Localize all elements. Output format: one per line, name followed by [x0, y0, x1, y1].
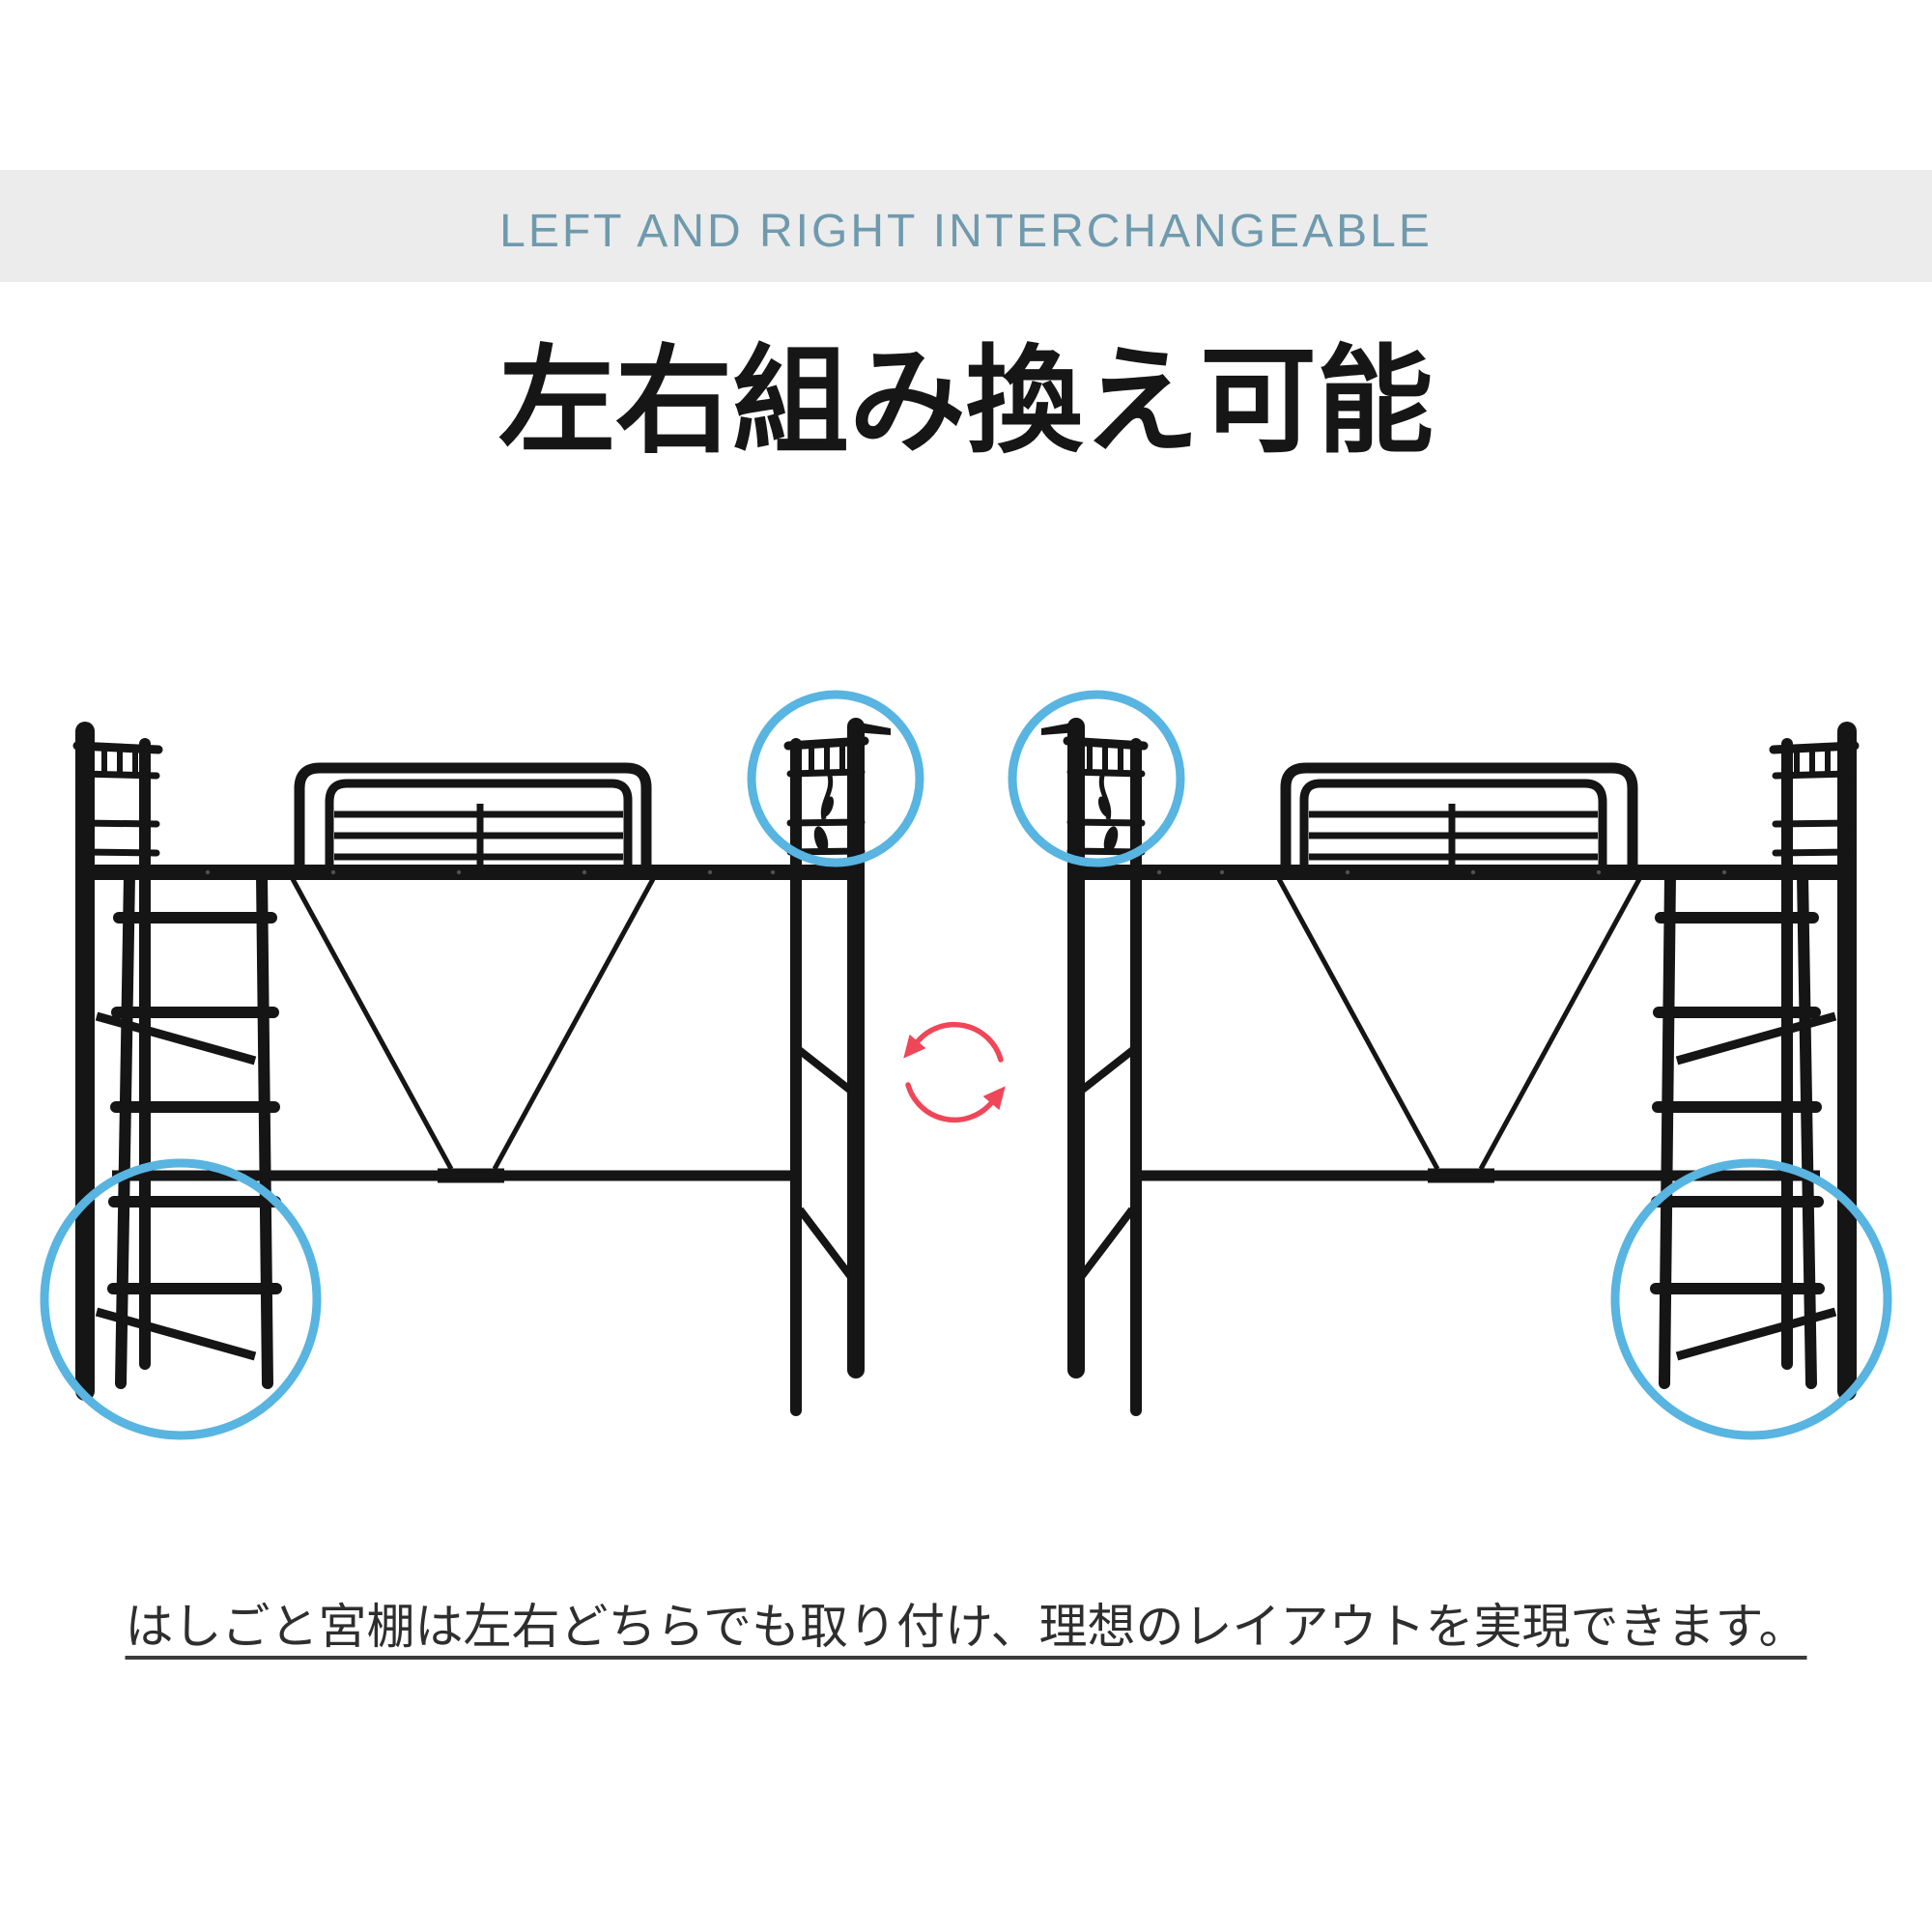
bed-end-frame-far: [72, 722, 163, 1401]
loft-bed-right: [1012, 695, 1888, 1435]
brace-low-near: [796, 1207, 858, 1284]
banner-title: LEFT AND RIGHT INTERCHANGEABLE: [499, 205, 1433, 257]
caption-text: はしごと宮棚は左右どちらでも取り付け、理想のレイアウトを実現できます。: [125, 1600, 1807, 1660]
bed-illustration: [0, 676, 1932, 1459]
brace-mid-near: [795, 1045, 855, 1095]
hanging-hook-icon: [813, 775, 835, 853]
highlight-circle-ladder-bottom: [40, 1158, 322, 1440]
swap-rotation-icon: [903, 1021, 1006, 1123]
bed-end-frame-near: [783, 718, 891, 1416]
bed-v-wire-left: [290, 877, 454, 1171]
bed-ladder: [107, 869, 282, 1389]
page-title: 左右組み換え可能: [497, 335, 1434, 467]
bed-illustration-svg: [40, 676, 1932, 1459]
bed-v-wire-right: [492, 877, 656, 1171]
highlight-circle-shelf-top: [747, 690, 924, 867]
bed-guard-rail: [294, 762, 652, 870]
headboard-shelf-plank: [854, 722, 891, 735]
banner-ribbon: LEFT AND RIGHT INTERCHANGEABLE: [0, 170, 1932, 282]
brace-mid-far: [95, 1011, 257, 1065]
loft-bed-left: [40, 690, 924, 1440]
caption-block: はしごと宮棚は左右どちらでも取り付け、理想のレイアウトを実現できます。: [125, 1600, 1807, 1660]
brace-low-far: [95, 1307, 257, 1361]
